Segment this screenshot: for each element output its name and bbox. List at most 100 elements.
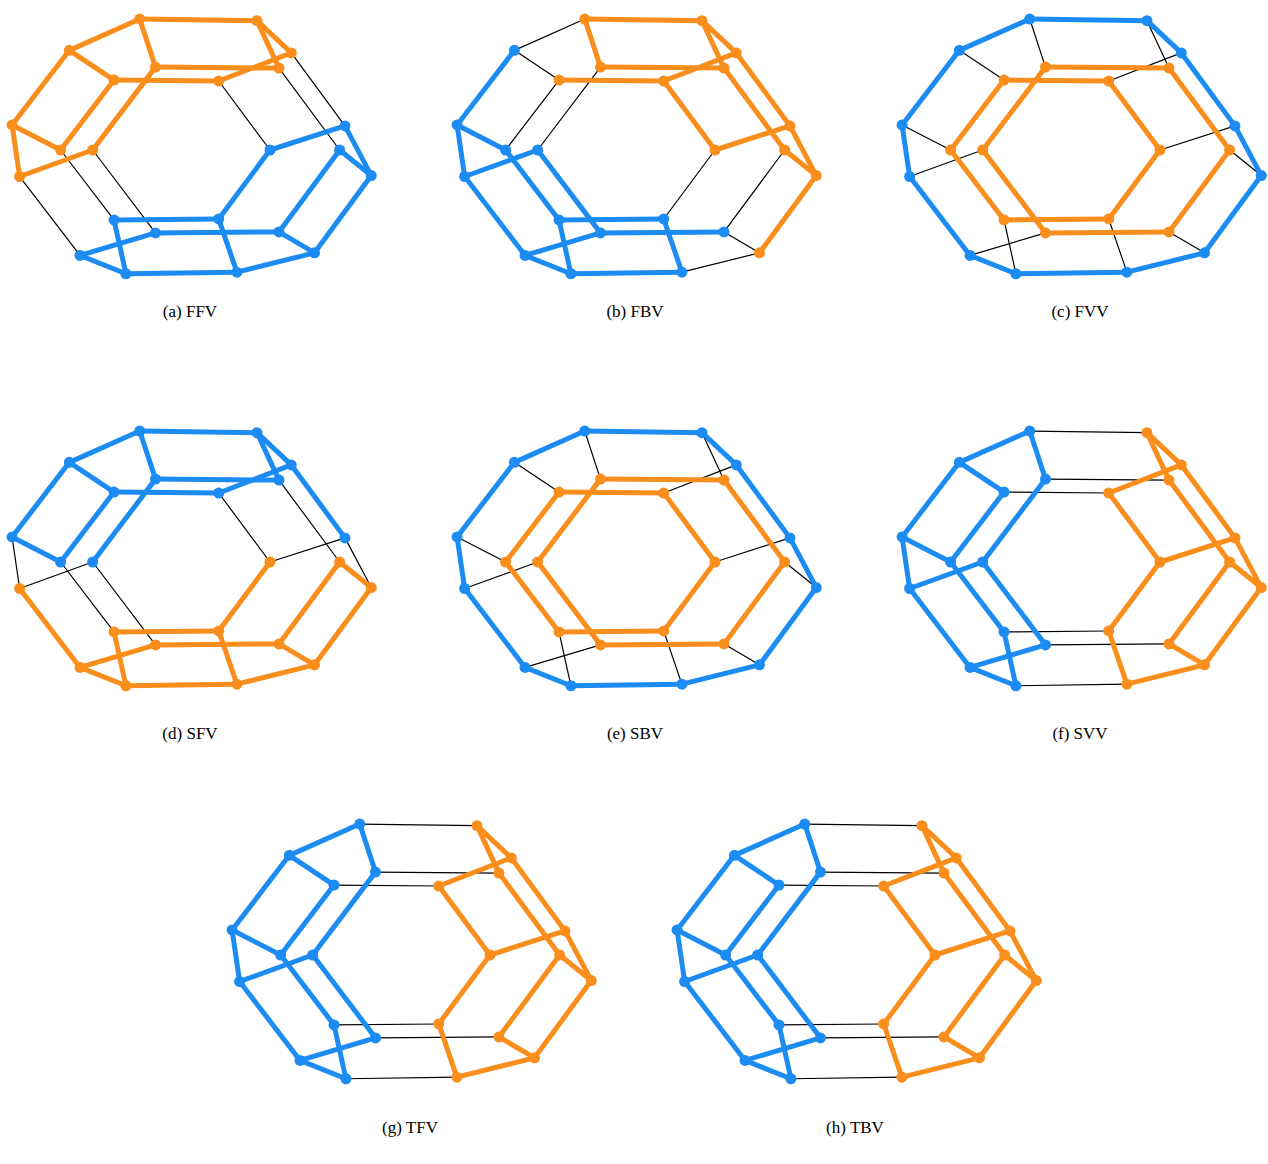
- graph-vertex: [295, 1055, 306, 1066]
- graph-edge: [682, 665, 760, 684]
- graph-edge: [61, 562, 114, 632]
- graph-edge: [465, 589, 525, 668]
- graph-vertex: [554, 626, 565, 637]
- graph-edge: [1109, 631, 1127, 684]
- graph-edge: [724, 68, 785, 150]
- graph-vertex: [1154, 557, 1165, 568]
- graph-edge: [314, 176, 371, 253]
- graph-edge: [240, 955, 313, 982]
- graph-edge: [457, 1058, 535, 1077]
- graph-edge: [585, 431, 702, 433]
- graph-edge: [559, 490, 664, 496]
- graph-edge: [758, 872, 821, 955]
- graph-edge: [1109, 150, 1160, 219]
- graph-edge: [944, 1037, 980, 1058]
- graph-vertex: [471, 820, 482, 831]
- graph-vertex: [14, 171, 25, 182]
- graph-edge: [983, 562, 1046, 645]
- graph-vertex: [64, 45, 75, 56]
- graph-edge: [951, 150, 1004, 220]
- graph-vertex: [264, 145, 275, 156]
- graph-vertex: [977, 557, 988, 568]
- graph-vertex: [366, 170, 377, 181]
- graph-vertex: [264, 557, 275, 568]
- graph-vertex: [1141, 427, 1152, 438]
- graph-vertex: [718, 63, 729, 74]
- graph-edge: [685, 982, 745, 1061]
- graph-edge: [779, 884, 884, 886]
- graph-vertex: [493, 868, 504, 879]
- graph-vertex: [459, 583, 470, 594]
- graph-vertex: [339, 120, 350, 131]
- graph-vertex: [696, 427, 707, 438]
- graph-edge: [140, 431, 257, 433]
- graph-edge: [664, 493, 715, 562]
- graph-edge: [69, 462, 114, 492]
- graph-vertex: [779, 145, 790, 156]
- graph-edge: [291, 465, 345, 538]
- graph-edge: [1127, 665, 1205, 684]
- graph-vertex: [1103, 76, 1114, 87]
- graph-edge: [702, 433, 736, 465]
- graph-edge: [1204, 588, 1261, 665]
- graph-vertex: [878, 1018, 889, 1029]
- graph-edge: [525, 255, 571, 273]
- graph-vertex: [1103, 488, 1114, 499]
- graph-edge: [114, 216, 219, 222]
- graph-edge: [511, 858, 565, 931]
- graph-edge: [1016, 684, 1127, 686]
- graph-edge: [559, 78, 664, 84]
- graph-edge: [1169, 480, 1230, 562]
- graph-edge: [745, 1060, 791, 1078]
- graph-edge: [1109, 465, 1182, 493]
- graph-vertex: [658, 488, 669, 499]
- graph-vertex: [284, 850, 295, 861]
- truncated-octahedron: [452, 14, 822, 280]
- graph-vertex: [658, 213, 669, 224]
- graph-edge: [514, 19, 584, 50]
- graph-edge: [20, 562, 93, 589]
- graph-vertex: [500, 145, 511, 156]
- graph-vertex: [579, 14, 590, 25]
- graph-edge: [571, 684, 682, 686]
- graph-edge: [685, 955, 758, 982]
- graph-edge: [1030, 19, 1147, 21]
- graph-edge: [506, 150, 559, 220]
- graph-vertex: [370, 1032, 381, 1043]
- graph-vertex: [366, 582, 377, 593]
- graph-vertex: [520, 662, 531, 673]
- graph-edge: [237, 665, 315, 684]
- graph-edge: [724, 562, 785, 644]
- graph-vertex: [945, 557, 956, 568]
- graph-vertex: [754, 247, 765, 258]
- graph-vertex: [334, 145, 345, 156]
- graph-edge: [506, 492, 559, 562]
- truncated-octahedron: [7, 426, 377, 692]
- graph-edge: [457, 50, 514, 125]
- graph-vertex: [1004, 925, 1015, 936]
- graph-edge: [514, 431, 584, 462]
- graph-vertex: [799, 819, 810, 830]
- graph-edge: [734, 824, 804, 855]
- graph-edge: [677, 855, 734, 930]
- graph-vertex: [774, 1019, 785, 1030]
- graph-edge: [1169, 562, 1230, 644]
- graph-vertex: [251, 427, 262, 438]
- graph-edge: [759, 176, 816, 253]
- graph-edge: [289, 855, 334, 885]
- graph-edge: [457, 537, 506, 562]
- graph-edge: [232, 855, 289, 930]
- graph-edge: [439, 886, 490, 955]
- subfigure-caption: (d) SFV: [162, 724, 217, 744]
- graph-edge: [313, 955, 376, 1038]
- graph-edge: [506, 562, 559, 632]
- graph-vertex: [452, 119, 463, 130]
- graph-edge: [534, 981, 591, 1058]
- subfigure-caption: (c) FVV: [1051, 302, 1108, 322]
- graph-edge: [155, 641, 278, 647]
- graph-vertex: [999, 950, 1010, 961]
- graph-edge: [884, 858, 957, 886]
- graph-vertex: [520, 250, 531, 261]
- graph-edge: [1169, 644, 1205, 665]
- graph-vertex: [309, 659, 320, 670]
